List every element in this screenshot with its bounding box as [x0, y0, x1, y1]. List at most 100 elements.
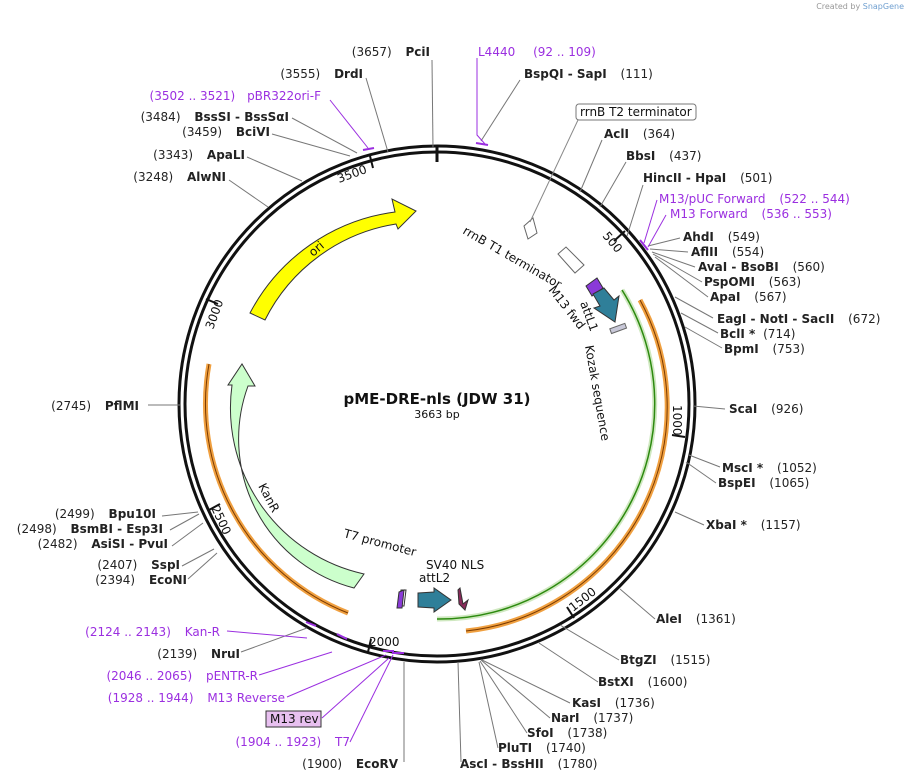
orange-arc-left-core — [204, 363, 349, 614]
rrnb-t2-box[interactable]: rrnB T2 terminator — [575, 103, 697, 121]
leader-sspi — [181, 548, 215, 567]
site-bcivi[interactable]: (3459) BciVI — [182, 125, 270, 139]
primer-kan-r[interactable]: (2124 .. 2143) Kan-R — [85, 625, 220, 639]
site-asisi-pvui[interactable]: (2482) AsiSI - PvuI — [38, 537, 168, 551]
site-econi[interactable]: (2394) EcoNI — [95, 573, 187, 587]
leader-m13rev — [286, 654, 387, 698]
snapgene-credit: Created by SnapGene — [816, 2, 904, 11]
leader-hincii — [626, 184, 644, 237]
primer-m13-reverse[interactable]: (1928 .. 1944) M13 Reverse — [108, 691, 285, 705]
leader-asisi — [171, 522, 204, 547]
site-btgzi[interactable]: BtgZI (1515) — [620, 653, 710, 667]
leader-xbai — [674, 511, 705, 526]
site-drdi[interactable]: (3555) DrdI — [280, 67, 363, 81]
leader-bpmi — [684, 326, 723, 349]
site-bstxi[interactable]: BstXI (1600) — [598, 675, 687, 689]
leader-pentr — [258, 651, 333, 676]
m13-rev-label: M13 rev — [270, 712, 319, 726]
leader-pbr322orif — [329, 99, 369, 149]
site-labels-left: (3657) PciI (3555) DrdI (3484) BssSI - B… — [17, 45, 430, 771]
mark-m13puc — [639, 239, 649, 251]
site-bspei[interactable]: BspEI (1065) — [718, 476, 809, 490]
primer-leaders — [226, 58, 667, 743]
ori-arrow[interactable] — [249, 198, 417, 321]
leader-pspomi — [652, 253, 703, 283]
site-eagi-noti-sacii[interactable]: EagI - NotI - SacII (672) — [717, 312, 880, 326]
primer-t7[interactable]: (1904 .. 1923) T7 — [236, 735, 351, 749]
site-acli[interactable]: AclI (364) — [604, 127, 675, 141]
site-nrui[interactable]: (2139) NruI — [157, 647, 240, 661]
site-xbai[interactable]: XbaI * (1157) — [706, 518, 801, 532]
site-aflii[interactable]: AflII (554) — [691, 245, 764, 259]
cds-arc-outline — [436, 289, 656, 620]
tick-mark-500 — [613, 230, 626, 242]
leader-bspqi — [480, 79, 521, 142]
leader-m13puc — [643, 199, 658, 244]
site-bbsi[interactable]: BbsI (437) — [626, 149, 701, 163]
m13-rev-box[interactable]: M13 rev — [265, 710, 322, 728]
site-sfoi[interactable]: SfoI (1738) — [527, 726, 607, 740]
site-apali[interactable]: (3343) ApaLI — [153, 148, 245, 162]
tick-mark-2000 — [367, 638, 372, 653]
site-bpmi[interactable]: BpmI (753) — [724, 342, 805, 356]
leader-m13fwd — [647, 214, 667, 248]
sv40-nls-arrow[interactable] — [457, 586, 469, 611]
rrnb-t2-label: rrnB T2 terminator — [580, 105, 692, 119]
site-bsmbi-esp3i[interactable]: (2498) BsmBI - Esp3I — [17, 522, 163, 536]
tick-mark-3500 — [369, 155, 374, 169]
tick-1000: 1000 — [670, 405, 684, 436]
site-bspqi[interactable]: BspQI - SapI (111) — [524, 67, 653, 81]
site-ahdi[interactable]: AhdI (549) — [683, 230, 760, 244]
leader-m13rev-box — [321, 657, 390, 719]
kanr-arrow[interactable] — [227, 363, 365, 589]
site-pluti[interactable]: PluTI (1740) — [498, 741, 586, 755]
site-asci-bsshii[interactable]: AscI - BssHII (1780) — [460, 757, 597, 771]
attl1-arrow[interactable] — [592, 287, 620, 323]
site-nari[interactable]: NarI (1737) — [551, 711, 633, 725]
orange-arc-right-core — [465, 299, 668, 632]
site-bcli[interactable]: BclI * (714) — [720, 327, 795, 341]
leader-asci — [457, 661, 462, 763]
m13-rev-arrow[interactable] — [396, 589, 405, 609]
leader-scai — [692, 405, 726, 410]
leader-msci — [688, 454, 721, 468]
site-hincii-hpai[interactable]: HincII - HpaI (501) — [643, 171, 772, 185]
leader-sfoi — [479, 660, 528, 734]
leader-btgzi — [559, 624, 620, 661]
leader-eagi — [674, 296, 714, 319]
site-kasi[interactable]: KasI (1736) — [572, 696, 655, 710]
ori-feature[interactable]: ori — [249, 198, 417, 321]
site-apai[interactable]: ApaI (567) — [710, 290, 787, 304]
leader-ahdi — [647, 237, 681, 247]
site-sspi[interactable]: (2407) SspI — [97, 558, 180, 572]
primer-l4440[interactable]: L4440 (92 .. 109) — [478, 45, 596, 59]
rrnb-t1-icon — [557, 246, 585, 274]
plasmid-length: 3663 bp — [414, 408, 459, 421]
leader-l4440 — [476, 58, 486, 145]
sv40-nls-label: SV40 NLS — [426, 558, 484, 572]
site-pspomi[interactable]: PspOMI (563) — [704, 275, 801, 289]
leader-bsssi — [291, 117, 358, 154]
site-alei[interactable]: AleI (1361) — [656, 612, 736, 626]
tick-2000: 2000 — [369, 635, 400, 649]
site-pcii[interactable]: (3657) PciI — [352, 45, 430, 59]
site-pflmi[interactable]: (2745) PflMI — [51, 399, 139, 413]
leader-bcivi — [271, 133, 351, 157]
attl2-arrow[interactable] — [417, 587, 452, 613]
primer-pbr322orif[interactable]: (3502 .. 3521) pBR322ori-F — [150, 89, 322, 103]
primer-pentr-r[interactable]: (2046 .. 2065) pENTR-R — [106, 669, 258, 683]
primer-marks — [305, 142, 649, 654]
rrnb-t2-frame — [575, 103, 697, 121]
primer-m13-puc-forward[interactable]: M13/pUC Forward (522 .. 544) — [659, 192, 850, 206]
site-ecorv[interactable]: (1900) EcoRV — [302, 757, 399, 771]
site-scai[interactable]: ScaI (926) — [729, 402, 803, 416]
site-avai-bsobi[interactable]: AvaI - BsoBI (560) — [698, 260, 825, 274]
primer-m13-forward[interactable]: M13 Forward (536 .. 553) — [670, 207, 832, 221]
kanr-feature[interactable]: KanR — [227, 363, 365, 589]
leader-t7 — [349, 654, 394, 743]
site-alwni[interactable]: (3248) AlwNI — [133, 170, 226, 184]
site-bsssi[interactable]: (3484) BssSI - BssSαI — [141, 110, 289, 124]
attl2-label: attL2 — [419, 571, 450, 585]
site-bpu10i[interactable]: (2499) Bpu10I — [55, 507, 156, 521]
site-msci[interactable]: MscI * (1052) — [722, 461, 817, 475]
